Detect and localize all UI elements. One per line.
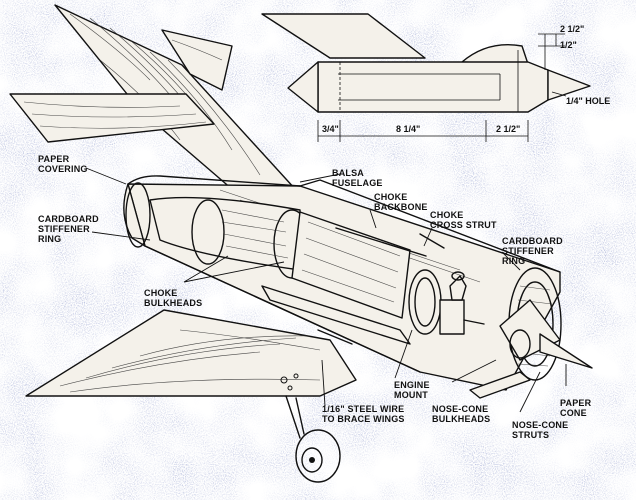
dim-left: 3/4" bbox=[322, 124, 339, 134]
tail-fin bbox=[9, 29, 233, 143]
label-choke-backbone: CHOKE BACKBONE bbox=[374, 192, 428, 212]
dim-top-right-b: 1/2" bbox=[560, 40, 577, 50]
choke-section bbox=[149, 196, 445, 345]
label-paper-covering: PAPER COVERING bbox=[38, 154, 88, 174]
leader-lines bbox=[85, 167, 567, 413]
label-cardboard-stiffener-ring-right: CARDBOARD STIFFENER RING bbox=[502, 236, 566, 266]
label-choke-cross-strut: CHOKE CROSS STRUT bbox=[430, 210, 497, 230]
label-balsa-fuselage: BALSA FUSELAGE bbox=[332, 168, 383, 188]
label-nose-cone-struts: NOSE-CONE STRUTS bbox=[512, 420, 571, 440]
label-cardboard-stiffener-ring-left: CARDBOARD STIFFENER RING bbox=[38, 214, 102, 244]
dim-hole: 1/4" HOLE bbox=[566, 96, 610, 106]
side-view-drawing bbox=[261, 13, 591, 142]
landing-gear bbox=[285, 395, 341, 483]
lower-wing bbox=[25, 309, 357, 397]
dim-middle: 8 1/4" bbox=[396, 124, 420, 134]
dim-right: 2 1/2" bbox=[496, 124, 520, 134]
label-paper-cone: PAPER CONE bbox=[560, 398, 594, 418]
engine-assembly bbox=[408, 269, 485, 335]
label-engine-mount: ENGINE MOUNT bbox=[394, 380, 432, 400]
nose-cone bbox=[469, 267, 593, 399]
dim-top-right-a: 2 1/2" bbox=[560, 24, 584, 34]
label-steel-wire: 1/16" STEEL WIRE TO BRACE WINGS bbox=[322, 404, 407, 424]
label-nose-cone-bulkheads: NOSE-CONE BULKHEADS bbox=[432, 404, 491, 424]
label-choke-bulkheads: CHOKE BULKHEADS bbox=[144, 288, 202, 308]
